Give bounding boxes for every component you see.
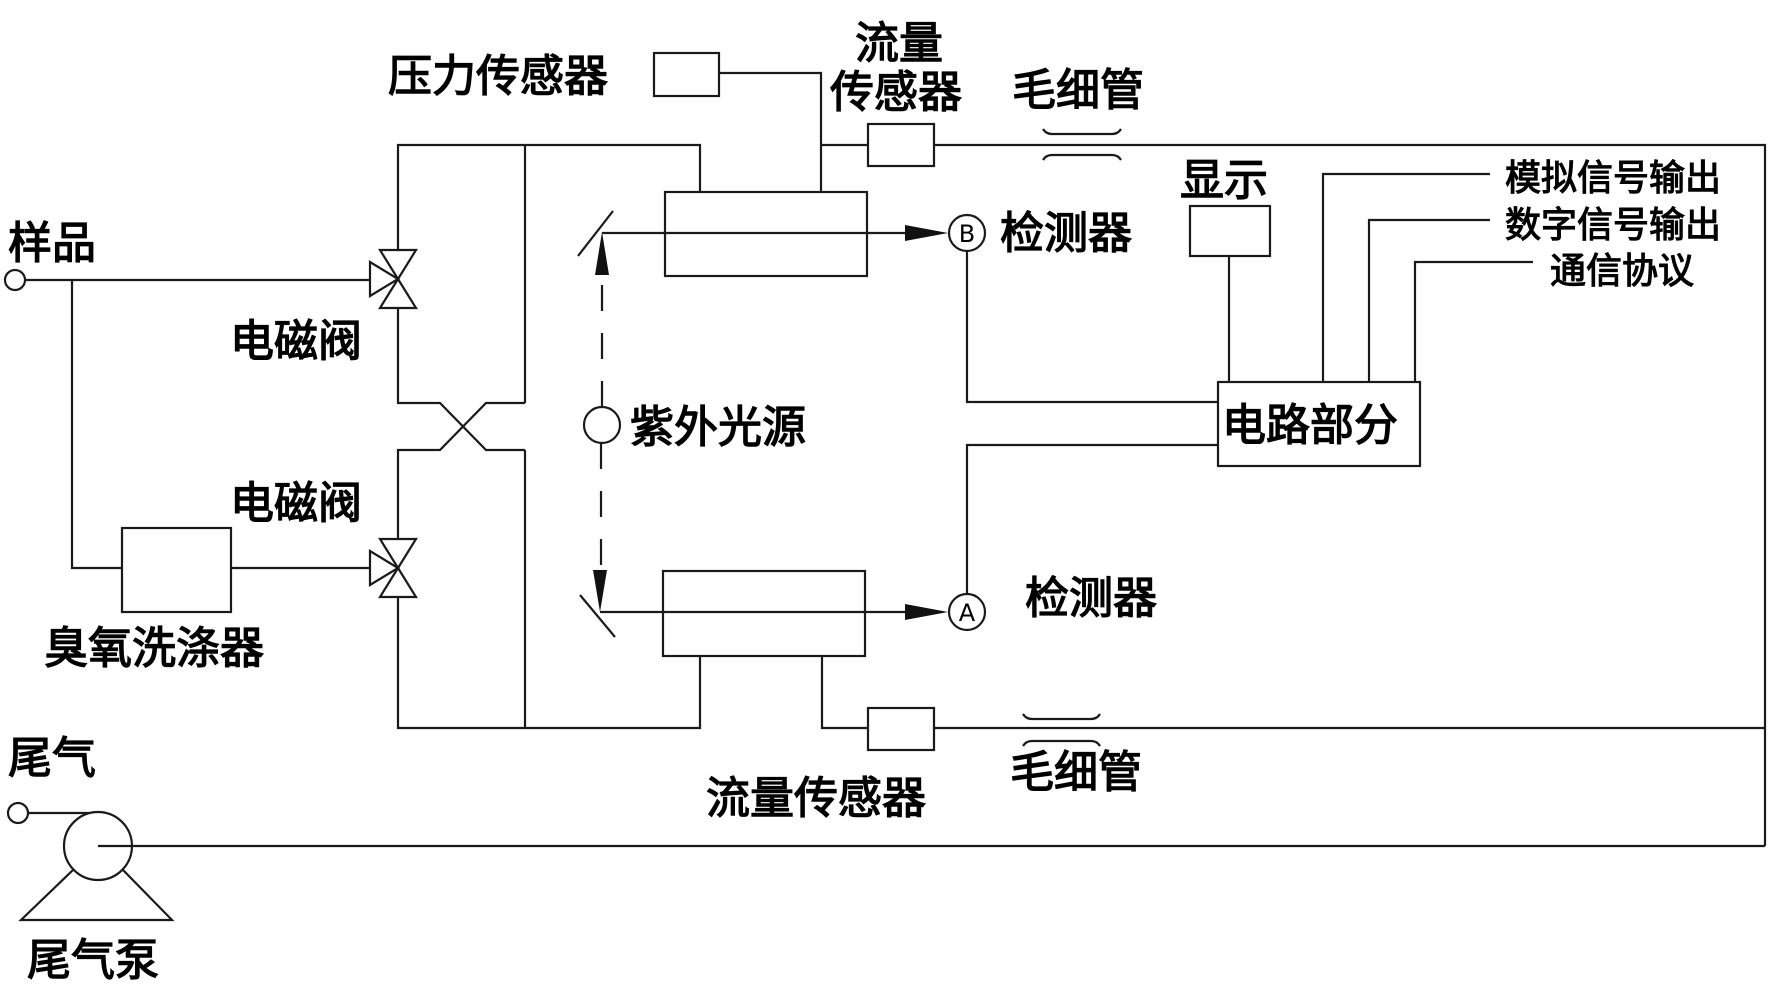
ozone-scrubber-box — [120, 526, 233, 614]
pressure-sensor-pipe — [719, 71, 823, 192]
comm-protocol-line — [1413, 260, 1533, 382]
comm-protocol-label: 通信协议 — [1550, 251, 1695, 292]
detector-a-label: 检测器 — [1025, 573, 1158, 624]
capillary-bottom-label: 毛细管 — [1010, 747, 1142, 798]
top-outlet — [821, 122, 1767, 846]
bottom-outlet — [820, 656, 1765, 752]
capillary-bottom-upper-bracket-icon — [1022, 713, 1101, 721]
detector-b: B — [947, 213, 1218, 404]
solenoid-valve-upper — [368, 248, 418, 310]
valve-lower-side-triangle-icon — [368, 549, 401, 587]
bottom-flow-sensor-box — [866, 706, 936, 752]
exhaust-label: 尾气 — [8, 733, 96, 784]
arrow-right-b-icon — [905, 225, 948, 241]
sample-label: 样品 — [8, 218, 96, 269]
detector-a: A — [947, 443, 1218, 632]
cross-pipe-b — [396, 401, 525, 539]
lower-mirror-icon — [579, 594, 616, 638]
uv-lamp-icon — [582, 405, 622, 445]
flow-sensor-top-label-line1: 流量 — [855, 18, 943, 69]
digital-output-line — [1367, 218, 1490, 382]
lower-inlet-pipe — [396, 597, 702, 730]
capillary-top-upper-bracket-icon — [1042, 128, 1122, 136]
sample-inlet — [3, 268, 372, 614]
exhaust-port-icon — [6, 801, 30, 825]
exhaust-pump — [6, 801, 1765, 922]
lower-absorption-cell — [661, 569, 867, 658]
arrow-up-icon — [595, 232, 609, 275]
cross-pipe-a — [396, 308, 525, 452]
capillary-top-lower-bracket-icon — [1042, 153, 1122, 161]
exhaust-pump-label: 尾气泵 — [27, 935, 159, 986]
flow-sensor-top-label-line2: 传感器 — [829, 67, 963, 118]
top-flow-sensor-box — [866, 122, 936, 168]
top-outlet-pipe-b — [934, 143, 1767, 846]
ozone-scrubber-label: 臭氧洗涤器 — [44, 623, 265, 674]
scrubber-branch-pipe — [70, 280, 122, 570]
pressure-sensor-label: 压力传感器 — [388, 51, 609, 102]
circuit-label: 电路部分 — [1222, 400, 1398, 451]
solenoid-valve-lower-label: 电磁阀 — [230, 478, 362, 529]
capillary-bottom-lower-bracket-icon — [1022, 739, 1101, 747]
upper-inlet-pipe — [396, 143, 702, 250]
arrow-right-a-icon — [905, 604, 948, 620]
detector-b-letter: B — [959, 220, 975, 248]
detector-a-signal-line — [965, 443, 1218, 594]
flow-sensor-bottom-label: 流量传感器 — [706, 773, 927, 824]
sample-port-icon — [3, 268, 27, 292]
detector-a-letter: A — [959, 599, 976, 627]
bottom-outlet-pipe-a — [820, 656, 868, 730]
uv-optics — [577, 210, 948, 638]
solenoid-valve-upper-label: 电磁阀 — [230, 316, 362, 367]
analog-output-line — [1321, 172, 1490, 382]
analog-output-label: 模拟信号输出 — [1505, 158, 1721, 199]
manifold-pipes — [396, 143, 702, 730]
pressure-sensor-box — [652, 51, 721, 98]
display-label: 显示 — [1180, 155, 1268, 206]
detector-b-signal-line — [965, 251, 1218, 404]
detector-b-label: 检测器 — [1000, 208, 1133, 259]
uv-source-label: 紫外光源 — [630, 402, 806, 453]
display-box — [1188, 204, 1272, 258]
solenoid-valve-lower — [368, 537, 418, 599]
upper-mirror-icon — [577, 210, 614, 257]
circuit-box — [1216, 380, 1422, 468]
arrow-down-icon — [593, 570, 607, 612]
pressure-sensor — [652, 51, 823, 192]
valve-upper-side-triangle-icon — [368, 260, 401, 298]
capillary-top-label: 毛细管 — [1012, 65, 1144, 116]
digital-output-label: 数字信号输出 — [1505, 205, 1721, 246]
